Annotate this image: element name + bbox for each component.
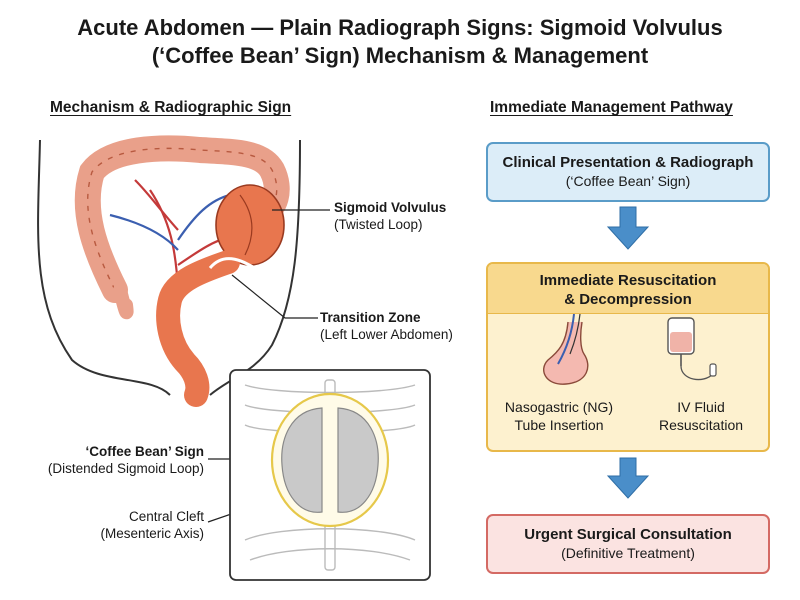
callout-sigmoid-volvulus-title: Sigmoid Volvulus bbox=[334, 200, 447, 215]
ng-tube-line2: Tube Insertion bbox=[514, 417, 604, 433]
callout-coffee-bean-sub: (Distended Sigmoid Loop) bbox=[47, 461, 204, 476]
step1-sub: (‘Coffee Bean’ Sign) bbox=[565, 173, 691, 189]
arrow-step2-to-step3 bbox=[606, 457, 650, 499]
main-title: Acute Abdomen — Plain Radiograph Signs: … bbox=[0, 14, 800, 70]
step3-title: Urgent Surgical Consultation bbox=[524, 526, 732, 543]
ng-tube-label: Nasogastric (NG) Tube Insertion bbox=[488, 398, 630, 434]
iv-fluid-line2: Resuscitation bbox=[658, 417, 744, 433]
iv-bag-icon bbox=[667, 317, 717, 381]
title-line-2: (‘Coffee Bean’ Sign) Mechanism & Managem… bbox=[151, 43, 649, 68]
flow-arrows bbox=[606, 206, 650, 499]
step-resuscitation: Immediate Resuscitation & Decompression … bbox=[486, 262, 770, 452]
step-surgical-consultation: Urgent Surgical Consultation (Definitive… bbox=[486, 514, 770, 574]
step2-title-line1: Immediate Resuscitation bbox=[539, 272, 717, 289]
iv-fluid-label: IV Fluid Resuscitation bbox=[630, 398, 768, 434]
step3-sub: (Definitive Treatment) bbox=[561, 545, 695, 561]
step-clinical-presentation: Clinical Presentation & Radiograph (‘Cof… bbox=[486, 142, 770, 202]
callout-transition-zone-sub: (Left Lower Abdomen) bbox=[320, 327, 453, 342]
callout-sigmoid-volvulus: Sigmoid Volvulus (Twisted Loop) bbox=[334, 199, 446, 233]
volvulus-loop bbox=[156, 184, 285, 407]
callout-transition-zone: Transition Zone (Left Lower Abdomen) bbox=[320, 309, 453, 343]
step1-title: Clinical Presentation & Radiograph bbox=[502, 154, 754, 171]
step2-title-line2: & Decompression bbox=[564, 291, 692, 308]
callout-sigmoid-volvulus-sub: (Twisted Loop) bbox=[334, 217, 423, 232]
title-line-1: Acute Abdomen — Plain Radiograph Signs: … bbox=[77, 15, 723, 40]
callout-central-cleft-sub: (Mesenteric Axis) bbox=[100, 526, 204, 541]
xray-panel bbox=[229, 369, 431, 581]
callout-transition-zone-title: Transition Zone bbox=[320, 310, 421, 325]
callout-central-cleft: Central Cleft (Mesenteric Axis) bbox=[34, 508, 204, 542]
callout-central-cleft-title: Central Cleft bbox=[128, 509, 204, 524]
right-section-heading: Immediate Management Pathway bbox=[490, 99, 733, 116]
callout-coffee-bean-sign: ‘Coffee Bean’ Sign (Distended Sigmoid Lo… bbox=[34, 443, 204, 477]
stomach-ng-tube-icon bbox=[543, 314, 589, 385]
step2-icons bbox=[543, 314, 717, 385]
left-section-heading: Mechanism & Radiographic Sign bbox=[50, 99, 292, 116]
step2-header: Immediate Resuscitation & Decompression bbox=[488, 264, 768, 314]
arrow-step1-to-step2 bbox=[606, 206, 650, 250]
colon-illustration bbox=[74, 135, 290, 320]
ng-tube-line1: Nasogastric (NG) bbox=[504, 399, 614, 415]
iv-fluid-line1: IV Fluid bbox=[677, 399, 725, 415]
callout-coffee-bean-title: ‘Coffee Bean’ Sign bbox=[85, 444, 204, 459]
